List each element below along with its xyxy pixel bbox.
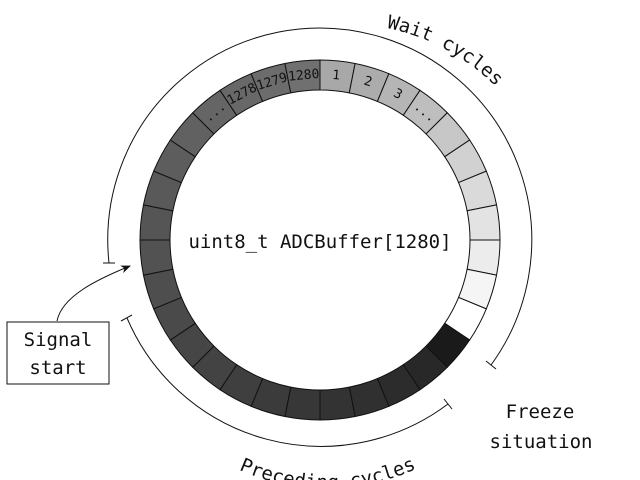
freeze-situation-line2: situation — [490, 431, 593, 453]
adc-ring-buffer — [139, 59, 501, 421]
wait-cycles-bracket — [103, 27, 533, 370]
preceding-cycles-start-tick — [120, 314, 133, 322]
buffer-cell — [466, 204, 501, 241]
wait-cycles-arc — [107, 27, 533, 366]
buffer-name-label: uint8_t ADCBuffer[1280] — [188, 231, 451, 253]
signal-start-arrow — [56, 265, 131, 322]
buffer-cell-label: 2 — [362, 74, 374, 91]
freeze-situation-line1: Freeze — [506, 401, 575, 423]
signal-start-line1: Signal — [24, 329, 93, 351]
preceding-cycles-bracket — [120, 314, 453, 447]
buffer-cell — [284, 59, 321, 94]
signal-start-line2: start — [29, 357, 86, 379]
wait-cycles-label: Wait cycles — [385, 11, 507, 90]
signal-start-box — [6, 321, 110, 385]
buffer-cell-label: 1280 — [288, 67, 321, 85]
buffer-cell-label: 1 — [332, 68, 341, 84]
preceding-cycles-arc — [126, 317, 449, 447]
buffer-cell — [139, 239, 174, 276]
preceding-cycles-end-tick — [443, 398, 453, 410]
preceding-cycles-label: Preceding cycles — [237, 453, 419, 480]
wait-cycles-end-tick — [485, 360, 497, 370]
buffer-cell — [319, 386, 356, 421]
